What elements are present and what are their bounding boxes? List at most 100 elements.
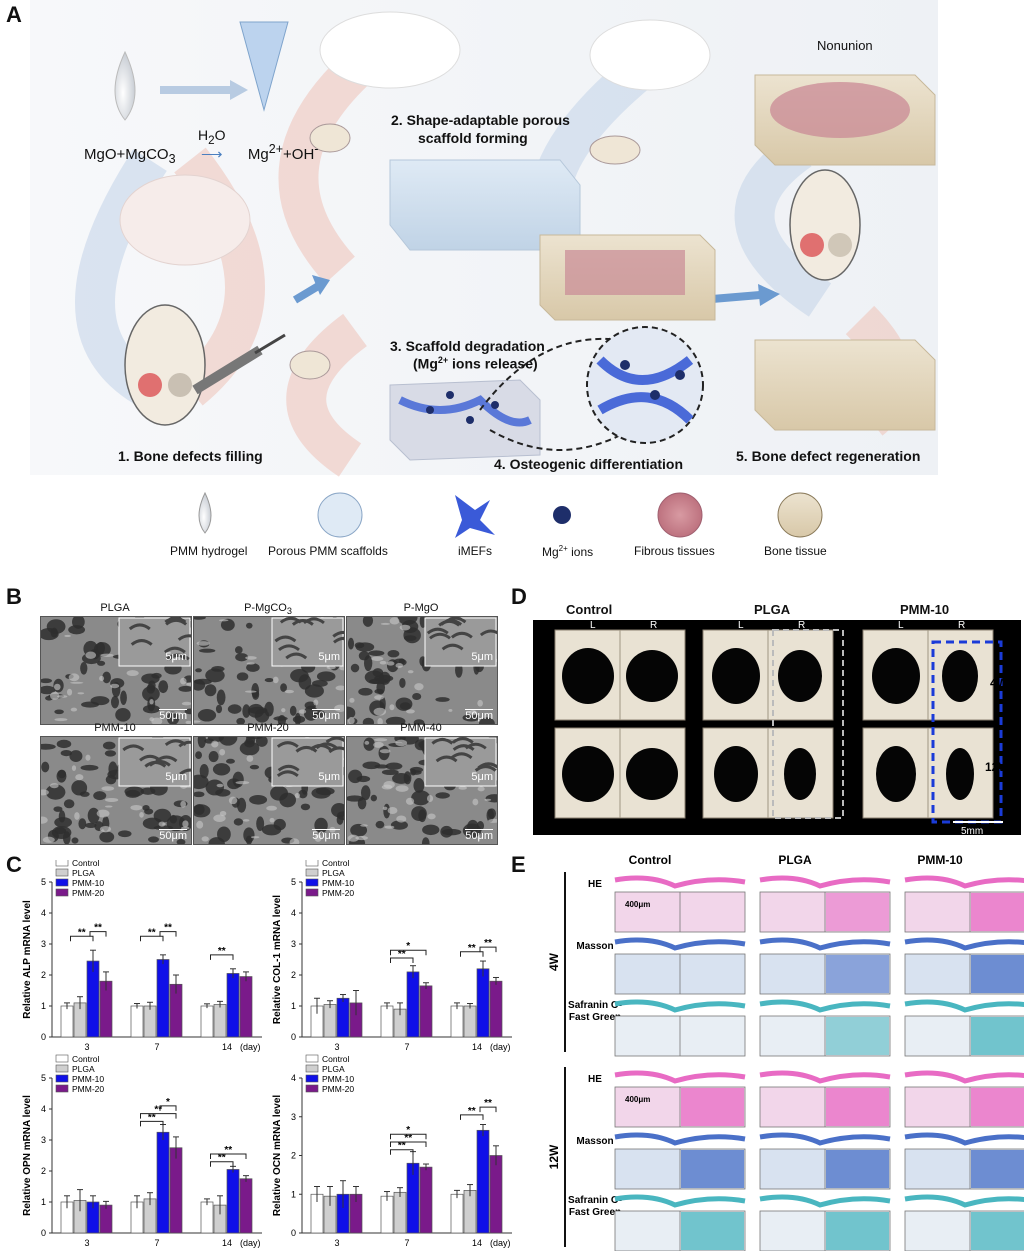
sem-texture	[194, 737, 344, 844]
stain-label: HE	[588, 879, 602, 890]
step-5: 5. Bone defect regeneration	[736, 448, 921, 464]
sem-title-sub: 3	[286, 606, 292, 617]
y-tick-label: 1	[291, 1189, 296, 1199]
sem-title-text: P-MgO	[403, 602, 439, 614]
x-tick-label: 7	[154, 1238, 159, 1248]
legend-swatch	[55, 1054, 69, 1063]
sem-texture	[194, 617, 344, 724]
legend-label: Control	[72, 860, 100, 868]
x-tick-label: 7	[404, 1042, 409, 1052]
significance-bracket	[479, 946, 497, 953]
y-tick-label: 3	[291, 1112, 296, 1122]
histology-overview	[759, 937, 891, 951]
y-tick-label: 2	[41, 970, 46, 980]
legend-swatch	[305, 1064, 319, 1073]
y-tick-label: 1	[291, 1001, 296, 1011]
y-tick-label: 4	[41, 1104, 46, 1114]
week-label: 4W	[547, 952, 561, 971]
sem-title-text: P-MgCO	[244, 602, 287, 614]
y-axis-title: Relative OCN mRNA level	[272, 1095, 283, 1217]
significance-bracket	[159, 1105, 177, 1111]
x-tick-label: 7	[404, 1238, 409, 1248]
legend-pmm-hydrogel: PMM hydrogel	[170, 544, 248, 558]
sem-title: P-MgO	[346, 602, 496, 614]
significance-mark: *	[406, 941, 410, 952]
y-tick-label: 3	[41, 1135, 46, 1145]
histology-overview	[614, 1132, 746, 1146]
sem-texture	[41, 737, 191, 844]
histology-new-bone	[826, 1150, 889, 1188]
ct-left-label: L	[738, 620, 744, 631]
bar	[463, 1005, 477, 1038]
bar	[200, 1201, 214, 1234]
ct-left-label: L	[898, 620, 904, 631]
histology-overview	[759, 1132, 891, 1146]
bar	[130, 1005, 144, 1038]
legend-swatch	[55, 878, 69, 887]
sem-title-text: PLGA	[100, 602, 130, 614]
histology-overview	[614, 875, 746, 889]
bar	[450, 1193, 464, 1234]
histology-overview	[904, 1070, 1024, 1084]
legend-label: PMM-10	[322, 1074, 354, 1084]
significance-mark: **	[218, 946, 226, 957]
histology-overview	[759, 875, 891, 889]
panel-b-label: B	[6, 584, 22, 609]
legend-label: Control	[322, 860, 350, 868]
sem-title: PMM-20	[193, 722, 343, 734]
legend-label: PLGA	[322, 868, 345, 878]
significance-mark: **	[164, 923, 172, 934]
stain-label: Masson	[576, 941, 613, 952]
legend-label: PLGA	[72, 1064, 95, 1074]
bar	[143, 1005, 157, 1038]
legend-swatch	[55, 860, 69, 867]
significance-bracket	[89, 931, 107, 937]
legend-label: PMM-20	[322, 888, 354, 898]
histology-group-title: PLGA	[778, 853, 812, 867]
histology-overview	[904, 937, 1024, 951]
step-3b: (Mg2+ ions release)	[413, 355, 538, 372]
legend-label: Control	[72, 1054, 100, 1064]
ct-highlight-pmm10	[931, 640, 1003, 824]
y-tick-label: 2	[41, 1166, 46, 1176]
significance-mark: **	[398, 1141, 406, 1152]
bar	[323, 1004, 337, 1038]
ct-defect-left	[872, 648, 920, 704]
histology-scale: 400μm	[625, 900, 650, 909]
sem-title-text: PMM-20	[247, 722, 289, 734]
significance-bracket	[390, 1133, 427, 1140]
bar	[60, 1005, 74, 1038]
legend-swatch	[55, 1074, 69, 1083]
legend-label: PMM-10	[72, 878, 104, 888]
reaction-equation: MgO+MgCO3 H2O ⟶ Mg2++OH-	[84, 127, 319, 166]
x-unit-label: (day)	[240, 1042, 261, 1052]
y-tick-label: 2	[291, 1151, 296, 1161]
histology-overview	[759, 1194, 891, 1208]
bar	[200, 1005, 214, 1038]
ct-defect-left	[562, 746, 614, 802]
bar	[169, 1147, 183, 1234]
ct-defect-right	[626, 650, 678, 702]
histology-overview	[904, 1132, 1024, 1146]
ct-right-label: R	[798, 620, 805, 631]
significance-bracket	[210, 1153, 247, 1159]
y-tick-label: 4	[41, 908, 46, 918]
significance-bracket	[140, 935, 164, 942]
legend-swatch	[305, 1074, 319, 1083]
histology-new-bone	[826, 1017, 889, 1055]
ct-defect-left	[712, 648, 760, 704]
panel-c-label: C	[6, 852, 22, 877]
bar	[476, 968, 490, 1038]
bar	[99, 1204, 113, 1234]
step-4: 4. Osteogenic differentiation	[494, 456, 684, 472]
significance-bracket	[210, 1161, 234, 1167]
sem-inset-scale: 5μm	[318, 651, 340, 663]
stain-label: Fast Green	[569, 1012, 621, 1023]
x-tick-label: 14	[472, 1238, 482, 1248]
sem-scale-bar: 50μm	[159, 709, 187, 722]
legend-porous-scaffolds: Porous PMM scaffolds	[268, 544, 388, 558]
bar	[476, 1129, 490, 1234]
legend-label: PLGA	[72, 868, 95, 878]
